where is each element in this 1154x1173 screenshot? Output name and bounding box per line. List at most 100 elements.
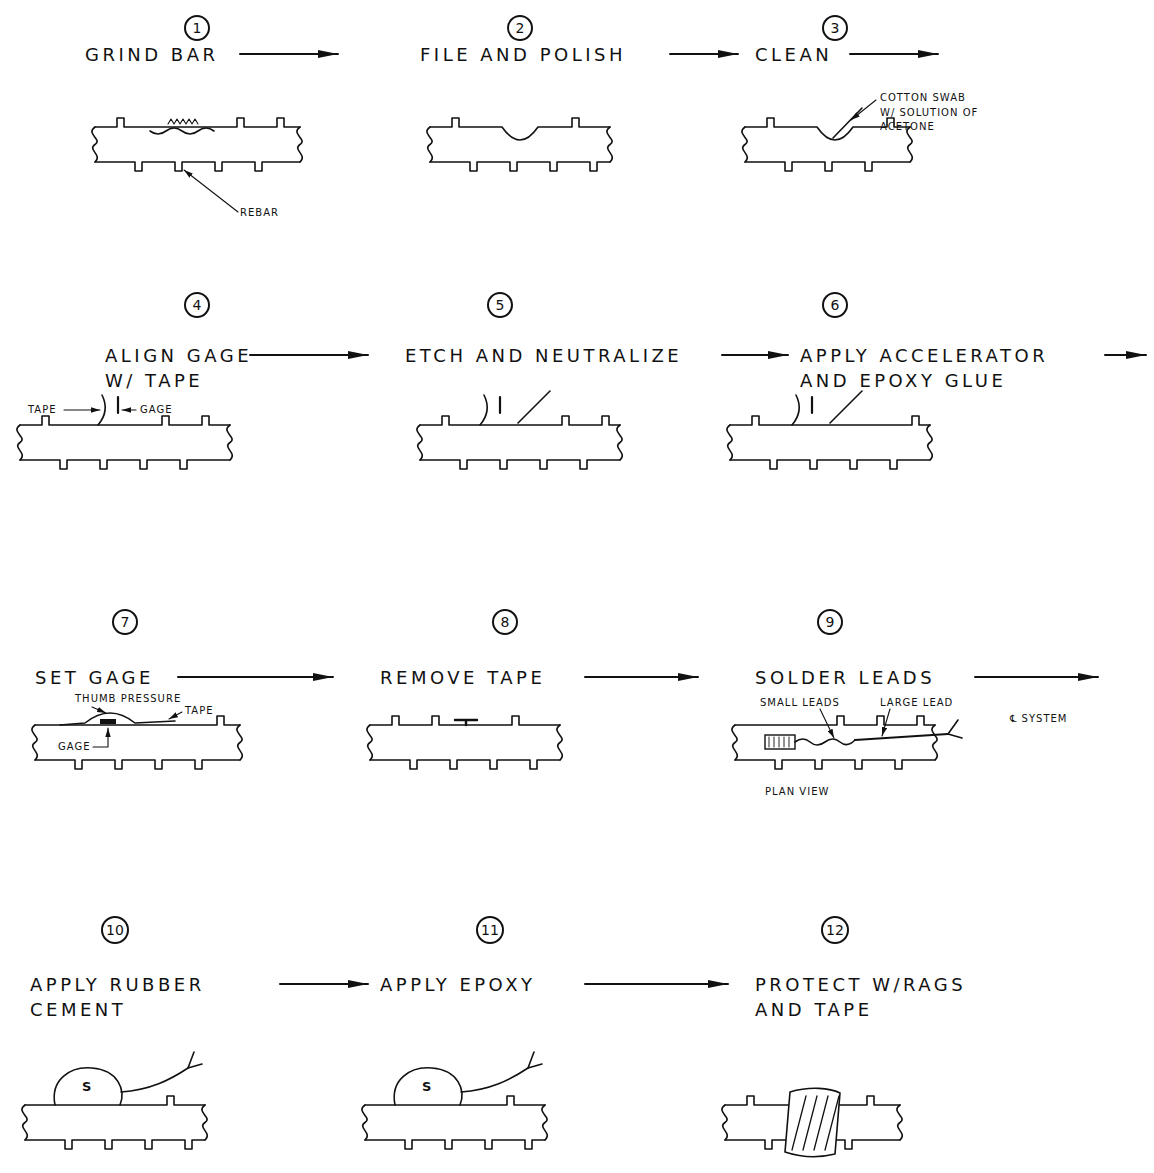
step-number: 7	[121, 615, 130, 629]
rebar-break-line	[227, 425, 232, 460]
step-number-circle: 8	[492, 609, 518, 635]
leader-line	[820, 709, 834, 738]
step-number-circle: 1	[184, 15, 210, 41]
leader-line	[882, 709, 890, 736]
rebar-break-line	[32, 725, 37, 760]
coating-mark: S	[82, 1079, 91, 1095]
annotation: TAPE	[185, 704, 214, 719]
rebar-top-edge	[20, 416, 230, 425]
cable-end	[528, 1052, 542, 1068]
rebar-bottom-edge	[730, 460, 930, 469]
annotation: PLAN VIEW	[765, 785, 829, 800]
rebar-break-line	[742, 127, 747, 162]
step-number-circle: 5	[487, 292, 513, 318]
rebar-break-line	[897, 1105, 902, 1140]
wrap-stripe	[825, 1096, 839, 1150]
gage	[455, 720, 477, 725]
rebar-break-line	[17, 425, 22, 460]
rebar-top-edge	[365, 1096, 545, 1105]
step-number-circle: 3	[822, 15, 848, 41]
rebar-top-edge	[25, 1096, 205, 1105]
gage-grid	[779, 737, 780, 747]
lead-wire	[461, 1068, 528, 1092]
step-number-circle: 6	[822, 292, 848, 318]
flow-arrow	[178, 676, 333, 678]
leader-line	[851, 100, 876, 120]
rag-wrap	[785, 1088, 840, 1157]
gage-grid	[774, 737, 775, 747]
rebar-bottom-edge	[365, 1140, 545, 1149]
flow-arrow	[250, 354, 368, 356]
wrap-stripe	[814, 1096, 828, 1150]
annotation: COTTON SWAB W/ SOLUTION OF ACETONE	[880, 91, 978, 135]
cotton-swab	[518, 391, 550, 423]
leader-line	[122, 409, 136, 410]
tape	[792, 395, 799, 425]
coating-blob	[54, 1068, 122, 1105]
tape	[480, 395, 487, 425]
flow-arrow	[585, 983, 728, 985]
cotton-swab	[833, 108, 862, 138]
flow-arrow	[1105, 354, 1146, 356]
step-number-circle: 11	[476, 916, 504, 944]
lead-wire	[121, 1068, 188, 1092]
wrap-stripe	[803, 1096, 817, 1150]
rebar-top-edge	[735, 716, 935, 725]
flow-arrow	[722, 354, 788, 356]
cable-end	[188, 1052, 202, 1068]
gage	[499, 397, 501, 413]
leader-line	[169, 712, 182, 719]
annotation: LARGE LEAD	[880, 696, 953, 711]
step-number: 12	[826, 923, 844, 937]
rebar-break-line	[202, 1105, 207, 1140]
step-number: 6	[831, 298, 840, 312]
annotation: GAGE	[140, 403, 172, 418]
step-number: 11	[481, 923, 499, 937]
gage	[811, 397, 813, 413]
gage	[100, 719, 116, 724]
step-title: APPLY ACCELERATOR AND EPOXY GLUE	[800, 343, 1048, 393]
rebar-break-line	[907, 127, 912, 162]
rebar-bottom-edge	[745, 162, 910, 171]
rebar-bottom-edge	[35, 760, 240, 769]
rebar-break-line	[427, 127, 432, 162]
step-number-circle: 12	[821, 916, 849, 944]
rebar-bottom-edge	[20, 460, 230, 469]
flow-arrow	[850, 53, 938, 55]
rebar-break-line	[542, 1105, 547, 1140]
step-title: SOLDER LEADS	[755, 665, 935, 690]
rebar-bottom-edge	[430, 162, 610, 171]
step-title: PROTECT W/RAGS AND TAPE	[755, 972, 966, 1022]
annotation: SMALL LEADS	[760, 696, 840, 711]
rebar-break-line	[607, 127, 612, 162]
step-number: 8	[501, 615, 510, 629]
rebar-break-line	[727, 425, 732, 460]
rebar-break-line	[22, 1105, 27, 1140]
flow-arrow	[585, 676, 698, 678]
annotation: THUMB PRESSURE	[75, 692, 181, 707]
rebar-break-line	[927, 425, 932, 460]
step-number: 5	[496, 298, 505, 312]
rebar-break-line	[732, 725, 737, 760]
coating-mark: S	[422, 1079, 431, 1095]
small-leads	[795, 739, 855, 745]
step-title: REMOVE TAPE	[380, 665, 545, 690]
flow-arrow	[280, 983, 368, 985]
rebar-break-line	[367, 725, 372, 760]
step-title: GRIND BAR	[85, 42, 218, 67]
step-title: APPLY RUBBER CEMENT	[30, 972, 205, 1022]
gage-grid	[784, 737, 785, 747]
grinding-marks	[168, 119, 198, 124]
rebar-break-line	[362, 1105, 367, 1140]
gage	[117, 397, 119, 413]
gage-plan	[765, 735, 795, 749]
gage-grid	[769, 737, 770, 747]
rebar-break-line	[722, 1105, 727, 1140]
rebar-break-line	[237, 725, 242, 760]
annotation: TAPE	[28, 403, 57, 418]
step-title: APPLY EPOXY	[380, 972, 535, 997]
step-title: SET GAGE	[35, 665, 154, 690]
rebar-break-line	[617, 425, 622, 460]
step-number-circle: 10	[101, 916, 129, 944]
